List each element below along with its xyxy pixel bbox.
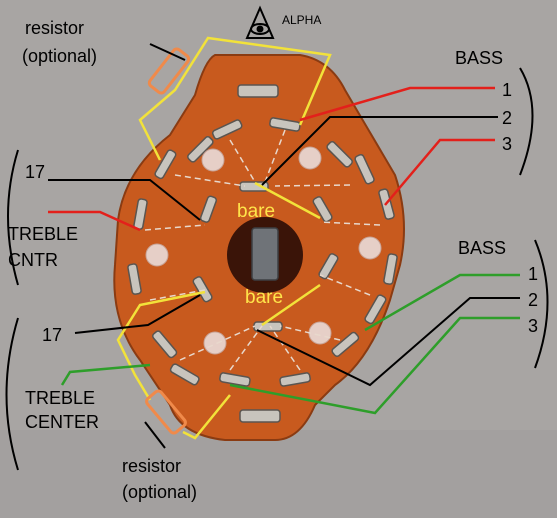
contact-17-bottom: 17: [42, 325, 63, 345]
wafer-dimples: [145, 146, 382, 355]
contact-17-top: 17: [25, 162, 46, 182]
bare-bottom-label: bare: [245, 287, 284, 308]
bass-top-2: 2: [502, 108, 513, 128]
switch-shaft: [251, 227, 279, 281]
treble-center-line2: CENTER: [25, 412, 100, 432]
resistor-top-label-line1: resistor: [25, 18, 85, 38]
resistor-top-label-line2: (optional): [22, 46, 98, 66]
brackets: [5, 67, 549, 471]
wafer-pattern: [144, 129, 381, 371]
green-wires: [60, 273, 520, 415]
resistor-bottom-label-line2: (optional): [122, 482, 198, 502]
treble-cntr-line2: CNTR: [8, 250, 58, 270]
alpha-logo-text: ALPHA: [282, 13, 322, 27]
bass-top-3: 3: [502, 134, 513, 154]
bass-top-heading: BASS: [455, 48, 504, 68]
bass-bottom-heading: BASS: [458, 238, 507, 258]
black-leader-lines: [48, 43, 520, 449]
treble-cntr-line1: TREBLE: [8, 224, 79, 244]
bass-bottom-3: 3: [528, 316, 539, 336]
bare-top-label: bare: [237, 201, 276, 222]
rotary-switch-wafer: [113, 54, 405, 441]
treble-center-line1: TREBLE: [25, 388, 96, 408]
resistor-bottom-label-line1: resistor: [122, 456, 182, 476]
bass-top-1: 1: [502, 80, 513, 100]
yellow-wires: [116, 36, 332, 440]
bass-bottom-1: 1: [528, 264, 539, 284]
red-wires: [48, 86, 495, 232]
resistor-top: [147, 47, 191, 95]
alpha-logo: [245, 5, 275, 39]
resistor-bottom: [145, 389, 187, 435]
bottom-shadow: [0, 430, 557, 518]
contact-lugs: [127, 84, 398, 423]
bass-bottom-2: 2: [528, 290, 539, 310]
